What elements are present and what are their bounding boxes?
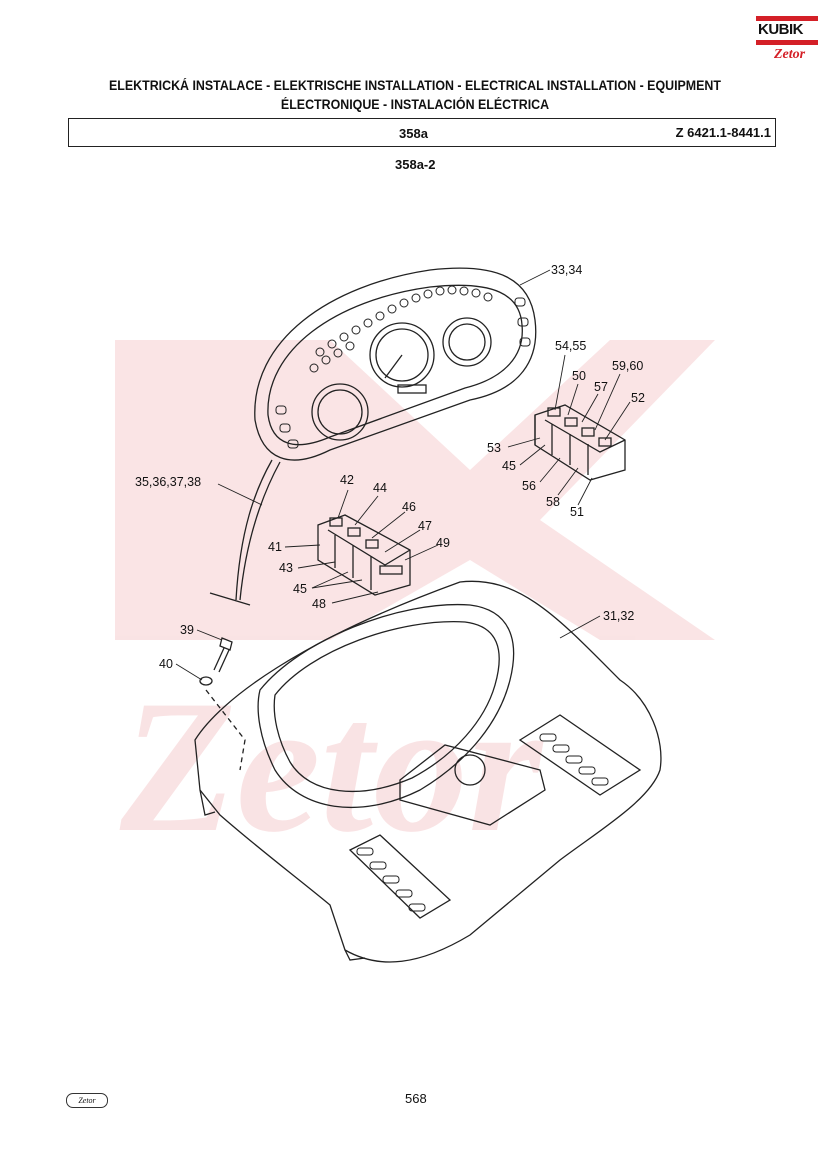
page-number: 568 [405,1091,427,1106]
callout-label: 31,32 [603,609,635,623]
callout-label: 51 [570,505,584,519]
model-code: Z 6421.1-8441.1 [675,125,771,140]
callout-label: 46 [402,500,416,514]
footer-zetor-logo: Zetor [66,1093,108,1108]
callout-label: 49 [436,536,450,550]
callout-label: 59,60 [612,359,644,373]
callout-label: 42 [340,473,354,487]
callout-label: 33,34 [551,263,583,277]
callout-label: 35,36,37,38 [135,475,202,489]
page-title-line1: ELEKTRICKÁ INSTALACE - ELEKTRISCHE INSTA… [108,78,722,93]
callout-label: 41 [268,540,282,554]
dash-panel [194,580,662,963]
callout-label: 47 [418,519,432,533]
callout-label: 45 [502,459,516,473]
callout-label: 54,55 [555,339,587,353]
kubik-zetor-logo: KUBIK Zetor [756,16,818,68]
callout-label: 48 [312,597,326,611]
watermark: Zetor [115,340,715,872]
switch-group-right [534,404,626,481]
section-number: 358a [399,126,428,141]
callout-label: 52 [631,391,645,405]
bolt-and-washer [199,637,246,771]
callout-label: 43 [279,561,293,575]
callout-label: 57 [594,380,608,394]
callout-label: 53 [487,441,501,455]
page-title-line2: ÉLECTRONIQUE - INSTALACIÓN ELÉCTRICA [280,97,550,112]
callout-label: 50 [572,369,586,383]
callout-label: 39 [180,623,194,637]
callout-label: 40 [159,657,173,671]
callout-label: 58 [546,495,560,509]
callout-label: 45 [293,582,307,596]
figure-id: 358a-2 [395,157,436,172]
callout-label: 44 [373,481,387,495]
callout-label: 56 [522,479,536,493]
svg-text:Zetor: Zetor [119,662,544,872]
leader-lines [175,269,631,681]
section-header-box: 358a Z 6421.1-8441.1 [68,118,776,147]
switch-group-left [317,514,411,596]
instrument-cluster [209,267,537,606]
